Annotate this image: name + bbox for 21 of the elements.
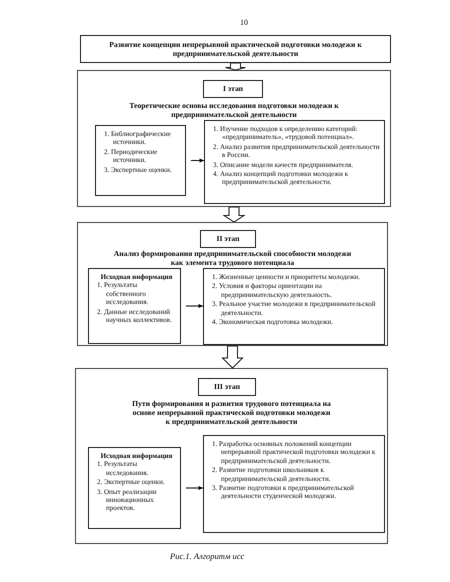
- content-box: [204, 120, 385, 204]
- page-number: 10: [240, 18, 248, 27]
- hollow-arrow: [221, 346, 244, 369]
- title-box: [80, 35, 391, 63]
- stage-panel: [77, 70, 391, 207]
- hollow-arrow: [225, 62, 246, 71]
- stage-panel: [75, 368, 388, 544]
- arrow: [186, 486, 204, 490]
- stage-label-box: [203, 80, 263, 98]
- figure-caption: Рис.1. Алгоритм исс: [170, 551, 244, 561]
- content-box: [203, 435, 385, 533]
- stage-label-box: [198, 378, 256, 396]
- arrow: [186, 304, 204, 308]
- stage-panel: [77, 222, 388, 346]
- arrow: [190, 158, 204, 162]
- content-box: [203, 268, 385, 345]
- stage-label-box: [200, 230, 256, 248]
- content-box: [95, 125, 186, 196]
- content-box: [88, 268, 181, 344]
- content-box: [88, 447, 181, 529]
- hollow-arrow: [222, 206, 246, 223]
